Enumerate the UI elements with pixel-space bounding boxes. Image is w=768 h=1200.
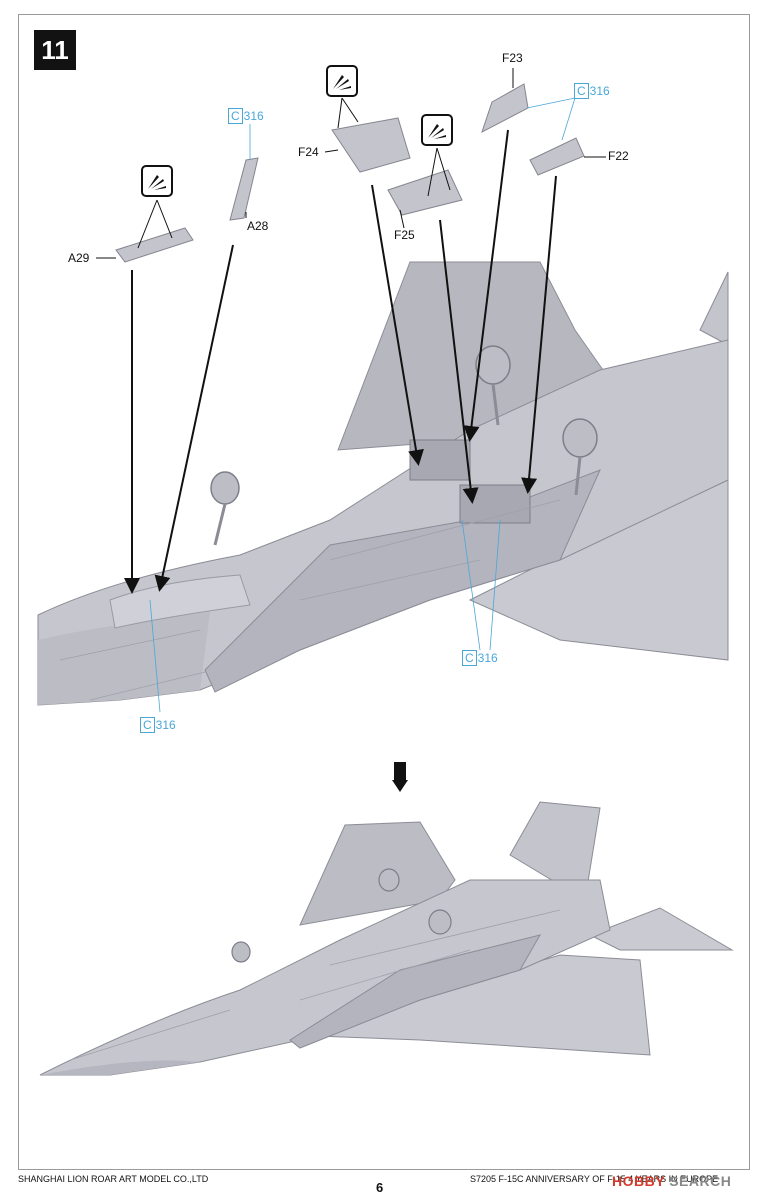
part-f22-shape	[529, 137, 585, 176]
cement-glue-icon	[141, 165, 173, 197]
part-a28-shape	[229, 157, 259, 221]
watermark: HOBBY SEARCH	[612, 1173, 731, 1189]
step-number-badge: 11	[34, 30, 76, 70]
lower-aircraft	[39, 801, 734, 1076]
label-part-f22: F22	[608, 149, 629, 163]
label-part-a29: A29	[68, 251, 90, 265]
color-code: C	[462, 650, 477, 666]
part-f25-shape	[387, 169, 463, 216]
color-callout-lines	[149, 97, 576, 713]
part-f24-shape	[331, 117, 411, 173]
part-a29-shape	[115, 227, 194, 263]
label-part-a28: A28	[247, 219, 269, 233]
down-arrow-icon	[392, 762, 408, 792]
cement-glue-icon	[421, 114, 453, 146]
footer-company: SHANGHAI LION ROAR ART MODEL CO.,LTD	[18, 1174, 209, 1184]
part-leader-lines	[96, 68, 606, 259]
footer-product: S7205 F-15C ANNIVERSARY OF F-15 4 YEARS …	[470, 1174, 719, 1184]
part-f23-shape	[481, 83, 529, 134]
color-number: 316	[243, 109, 264, 123]
color-number: 316	[155, 718, 176, 732]
color-code: C	[574, 83, 589, 99]
upper-aircraft	[37, 261, 729, 706]
label-part-f23: F23	[502, 51, 523, 65]
assembly-arrows	[124, 129, 557, 594]
page-frame	[18, 14, 750, 1170]
label-part-f24: F24	[298, 145, 319, 159]
color-number: 316	[477, 651, 498, 665]
color-code: C	[140, 717, 155, 733]
label-part-f25: F25	[394, 228, 415, 242]
color-code: C	[228, 108, 243, 124]
cement-glue-icon	[326, 65, 358, 97]
watermark-part-2: SEARCH	[669, 1173, 732, 1189]
color-number: 316	[589, 84, 610, 98]
page-number: 6	[376, 1180, 384, 1195]
watermark-part-1: HOBBY	[612, 1173, 665, 1189]
